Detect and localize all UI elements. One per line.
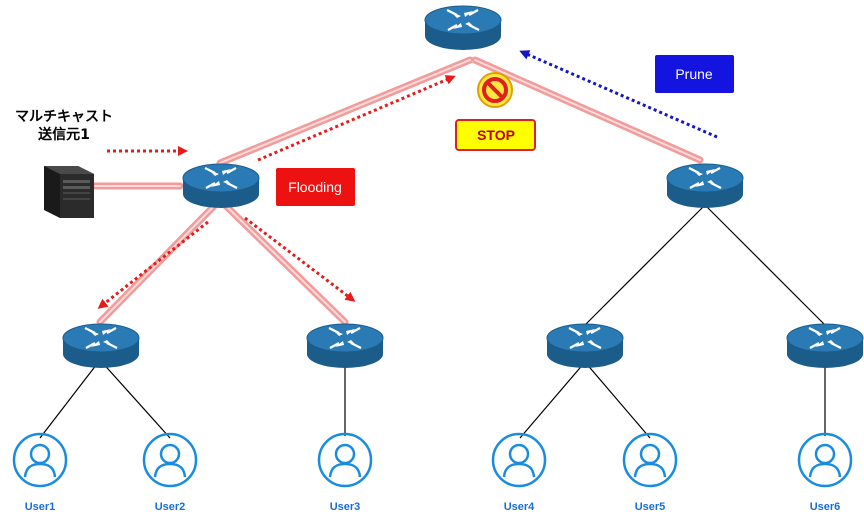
- router-icon: [61, 322, 141, 370]
- user-icon: [12, 432, 68, 488]
- multicast-tree-core: [94, 59, 701, 323]
- no-entry-icon: [477, 72, 513, 108]
- flood-left-arrow: [97, 220, 209, 309]
- stop-tag: STOP: [455, 119, 536, 151]
- user-label: User6: [810, 501, 841, 513]
- router-icon: [305, 322, 385, 370]
- user-label: User1: [25, 501, 56, 513]
- user-label: User4: [504, 501, 535, 513]
- source-label-line2: 送信元1: [37, 126, 90, 143]
- router-icon: [665, 162, 745, 210]
- user-label: User2: [155, 501, 186, 513]
- network-links: [39, 204, 826, 439]
- user-icon: [491, 432, 547, 488]
- user-label: User3: [330, 501, 361, 513]
- user-icon: [142, 432, 198, 488]
- router-icon: [545, 322, 625, 370]
- multicast-flow-arrows: [97, 75, 456, 309]
- flood-right-arrow: [244, 216, 356, 302]
- source-label-line1: マルチキャスト: [15, 109, 113, 125]
- router-to-core-arrow: [257, 75, 456, 162]
- prune-tag-text: Prune: [675, 66, 713, 82]
- server-icon: [44, 166, 94, 218]
- user-icon: [797, 432, 853, 488]
- router-icon: [785, 322, 864, 370]
- flooding-tag-text: Flooding: [288, 179, 342, 195]
- user-icon: [317, 432, 373, 488]
- prune-tag: Prune: [655, 55, 734, 93]
- user-icon: [622, 432, 678, 488]
- user-label: User5: [635, 501, 666, 513]
- flooding-tag: Flooding: [276, 168, 355, 206]
- stop-tag-text: STOP: [477, 127, 515, 143]
- router-icon: [423, 4, 503, 52]
- router-icon: [181, 162, 261, 210]
